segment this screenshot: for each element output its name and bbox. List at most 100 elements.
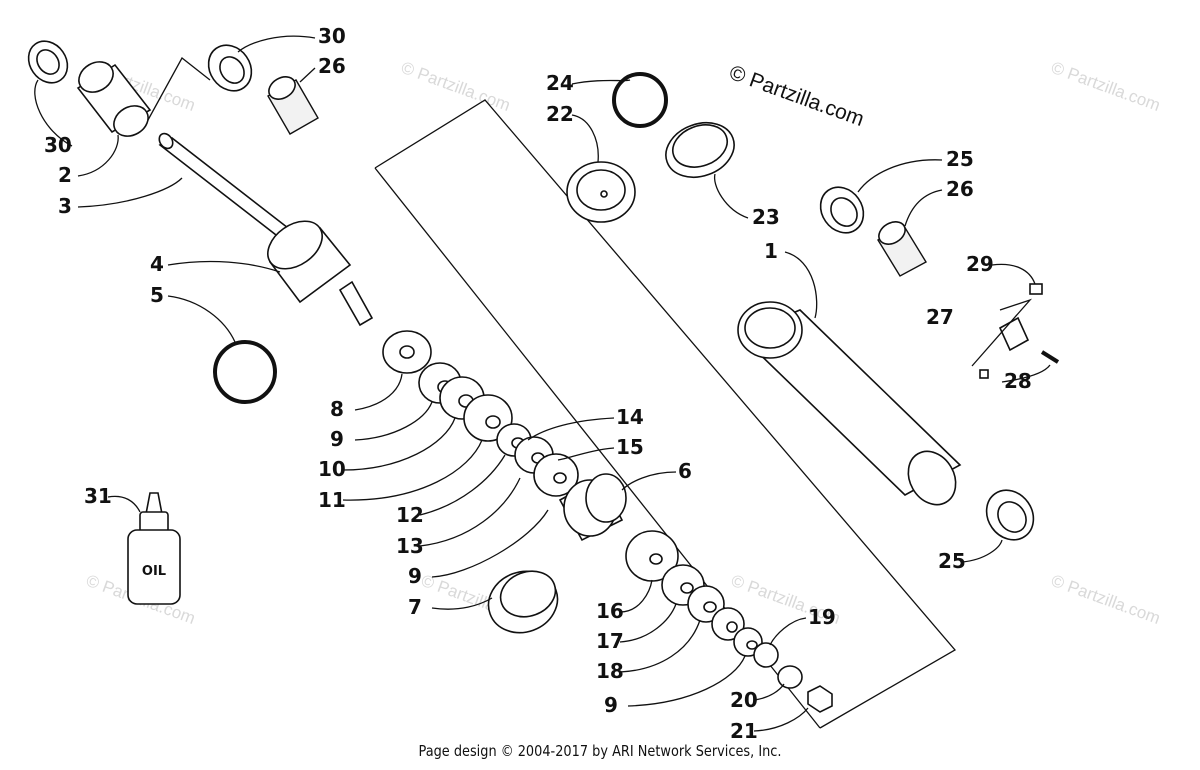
leader-line: [419, 454, 506, 516]
o-ring-5: [213, 340, 277, 404]
leader-line: [77, 134, 119, 177]
callout-label: 6: [678, 459, 692, 483]
watermark: © Partzilla.com: [399, 58, 513, 115]
leader-line: [342, 417, 456, 471]
callout-label: 26: [946, 177, 974, 201]
callout-label: 9: [408, 564, 422, 588]
callout-label: 21: [730, 719, 758, 743]
callout-label: 9: [330, 427, 344, 451]
leader-line: [571, 79, 631, 85]
callout-label: 25: [946, 147, 974, 171]
footer-copyright: Page design © 2004-2017 by ARI Network S…: [418, 742, 782, 760]
callout-label: 13: [396, 534, 424, 558]
callout-label: 8: [330, 397, 344, 421]
callout-label: 16: [596, 599, 624, 623]
callout-label: 5: [150, 283, 164, 307]
callout-label: 24: [546, 71, 574, 95]
callout-label: 26: [318, 54, 346, 78]
leader-line: [571, 114, 599, 163]
callout-label: 31: [84, 484, 112, 508]
leader-line: [107, 495, 141, 513]
piston-band-7: [487, 570, 559, 634]
callout-label: 18: [596, 659, 624, 683]
leader-line: [621, 471, 677, 491]
callout-label: 1: [764, 239, 778, 263]
callout-label: 12: [396, 503, 424, 527]
leader-line: [753, 683, 785, 701]
callout-label: 25: [938, 549, 966, 573]
leader-line: [961, 539, 1003, 563]
nut-21: [807, 685, 833, 713]
body-tube-1: [737, 301, 962, 506]
leader-line: [619, 603, 677, 643]
leader-line: [354, 373, 403, 411]
valve-stack: [382, 330, 579, 497]
bushing-30-top: [207, 44, 253, 92]
piston-6: [558, 473, 627, 542]
washer-20: [777, 665, 803, 689]
callout-label: 10: [318, 457, 346, 481]
leader-lines: [34, 35, 1051, 732]
watermark: © Partzilla.com: [1049, 571, 1163, 628]
clevis-eye-2: [76, 61, 152, 137]
callout-label: 11: [318, 488, 346, 512]
bushing-25-bottom: [985, 489, 1035, 541]
sleeve-26-top: [267, 76, 319, 135]
callout-label: 15: [616, 435, 644, 459]
leader-line: [354, 401, 433, 441]
callout-label: 9: [604, 693, 618, 717]
brand-label: © Partzilla.com: [726, 61, 867, 131]
callout-label: 2: [58, 163, 72, 187]
callout-label: 22: [546, 102, 574, 126]
leader-line: [77, 177, 183, 208]
leader-line: [713, 173, 749, 219]
leader-line: [167, 295, 236, 343]
leader-line: [299, 67, 316, 83]
leader-line: [237, 35, 316, 53]
leader-line: [167, 260, 281, 273]
ring-23: [665, 121, 735, 179]
bracket-27: [971, 298, 1033, 367]
callouts: 30 26 30 2 3 4 5 24 22 23 25 26 1 29 27 …: [44, 24, 1032, 743]
callout-label: 20: [730, 688, 758, 712]
leader-line: [431, 509, 549, 578]
leader-line: [619, 619, 701, 673]
leader-line: [557, 447, 615, 461]
callout-label: 17: [596, 629, 624, 653]
callout-label: 30: [318, 24, 346, 48]
callout-label: 27: [926, 305, 954, 329]
leader-line: [419, 477, 521, 547]
watermark: © Partzilla.com: [1049, 58, 1163, 115]
oil-bottle-31: OIL: [127, 492, 181, 605]
leader-line: [431, 597, 493, 610]
leader-line: [1001, 364, 1051, 383]
o-ring-24: [612, 72, 668, 128]
callout-label: 3: [58, 194, 72, 218]
leader-line: [753, 707, 809, 732]
leader-line: [769, 617, 807, 646]
cap-22: [566, 161, 636, 223]
callout-label: 29: [966, 252, 994, 276]
callout-label: 14: [616, 405, 644, 429]
screw-29: [1029, 283, 1043, 295]
callout-label: 19: [808, 605, 836, 629]
leader-line: [784, 251, 818, 319]
callout-label: 7: [408, 595, 422, 619]
callout-label: 23: [752, 205, 780, 229]
piston-head-4: [267, 220, 374, 327]
leader-line: [527, 417, 615, 441]
leader-line: [904, 189, 943, 227]
callout-label: 4: [150, 252, 164, 276]
bushing-25-right: [819, 186, 865, 234]
bracket-30-26: [147, 57, 211, 121]
leader-line: [342, 439, 483, 501]
leader-line: [857, 159, 943, 193]
leader-line: [991, 263, 1036, 285]
valve-stack-lower: [625, 530, 779, 668]
oil-label: OIL: [142, 564, 166, 579]
pin-28: [1040, 350, 1060, 364]
bushing-30-left: [27, 40, 69, 84]
leader-line: [619, 579, 653, 613]
sleeve-26-right: [877, 221, 927, 277]
